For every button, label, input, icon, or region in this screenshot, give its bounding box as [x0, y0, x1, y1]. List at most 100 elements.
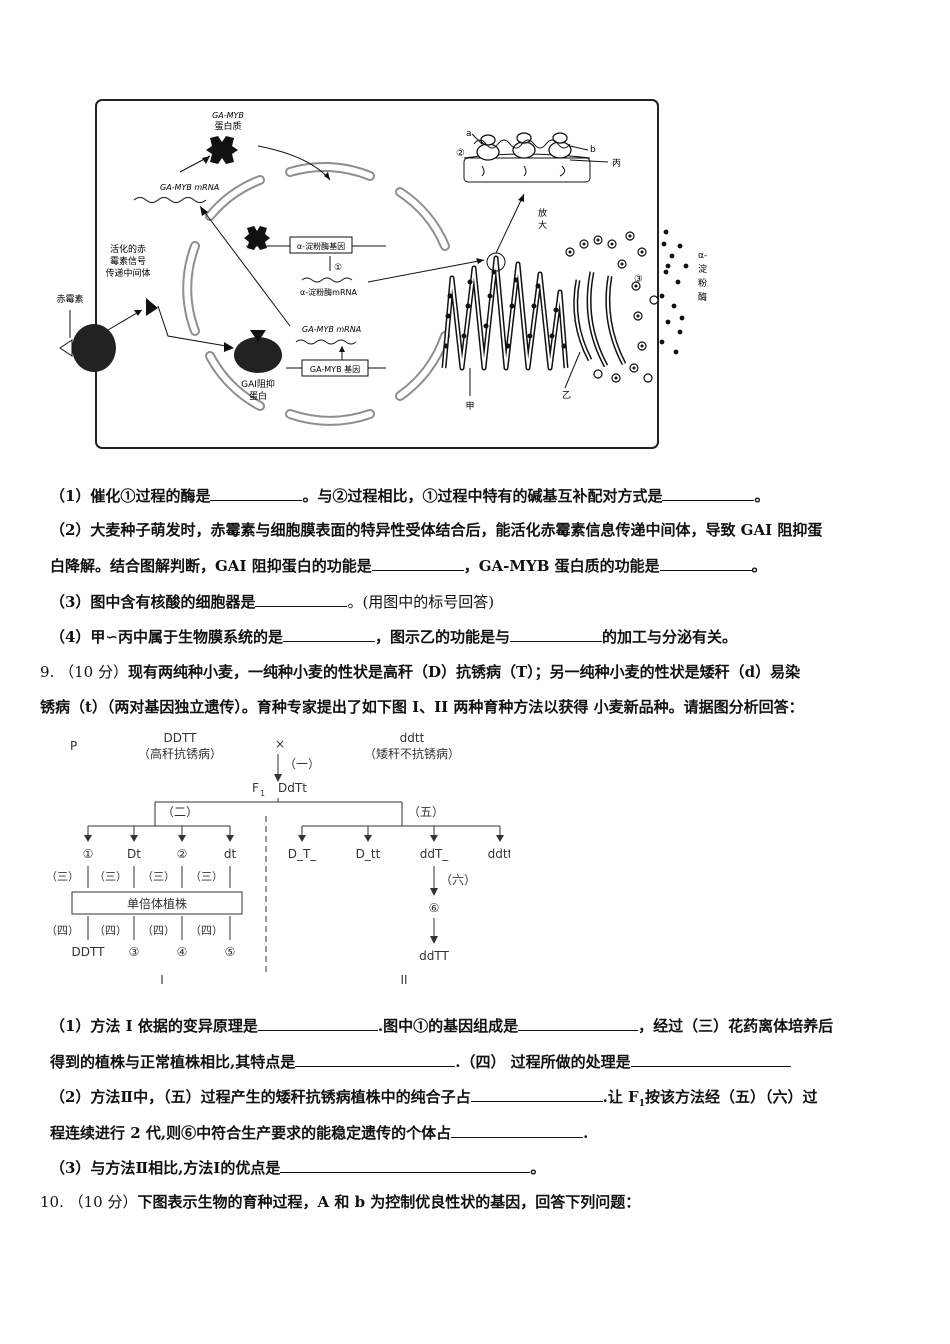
svg-text:蛋白: 蛋白 [249, 390, 267, 402]
svg-text:ddtt: ddtt [488, 847, 510, 861]
svg-text:b: b [590, 145, 596, 155]
svg-text:ddT_: ddT_ [420, 847, 450, 861]
svg-text:活化的赤: 活化的赤 [110, 243, 146, 255]
svg-text:①: ① [83, 847, 94, 861]
answer-blank-9-3[interactable] [280, 1157, 531, 1173]
q8-part2-line2: 白降解。结合图解判断，GAI 阻抑蛋白的功能是，GA-MYB 蛋白质的功能是。 [50, 555, 767, 575]
result-ddTT: ddTT [419, 949, 449, 963]
svg-text:（五）: （五） [408, 805, 444, 819]
svg-text:DDTT: DDTT [72, 945, 106, 959]
svg-text:（六）: （六） [440, 873, 476, 887]
svg-text:（三）: （三） [94, 870, 127, 883]
cell-boundary [95, 99, 659, 449]
answer-blank-9-1d[interactable] [630, 1051, 791, 1067]
gai-repressor-icon [234, 337, 282, 373]
answer-blank-8-2b[interactable] [659, 555, 752, 571]
svg-text:α-: α- [698, 251, 707, 261]
svg-text:蛋白质: 蛋白质 [214, 120, 241, 132]
answer-blank-8-3[interactable] [255, 591, 348, 607]
label-ga-myb-gene: GA-MYB 基因 [310, 364, 360, 374]
svg-text:②: ② [456, 148, 465, 159]
svg-text:Dt: Dt [127, 847, 141, 861]
svg-text:③: ③ [634, 274, 643, 285]
label-gibberellin: 赤霉素 [56, 293, 83, 305]
haploid-plants: 单倍体植株 [127, 896, 187, 911]
answer-blank-9-1c[interactable] [295, 1051, 456, 1067]
svg-text:P: P [70, 739, 77, 753]
svg-text:④: ④ [177, 945, 188, 959]
svg-text:丙: 丙 [612, 158, 621, 169]
ga-myb-bound-icon [244, 226, 270, 250]
answer-blank-8-4b[interactable] [510, 626, 603, 642]
svg-text:（三）: （三） [46, 870, 79, 883]
q9-stem-line1: 9. （10 分）现有两纯种小麦，一纯种小麦的性状是高秆（D）抗锈病（T）；另一… [40, 663, 801, 681]
method-two-label: II [400, 973, 407, 987]
svg-text:（矮秆不抗锈病）: （矮秆不抗锈病） [364, 746, 460, 761]
answer-blank-8-4a[interactable] [283, 626, 376, 642]
answer-blank-9-2b[interactable] [451, 1122, 584, 1138]
svg-text:×: × [275, 737, 285, 751]
svg-text:（一）: （一） [284, 757, 320, 771]
answer-blank-9-1a[interactable] [257, 1015, 378, 1031]
svg-text:（四）: （四） [142, 924, 175, 937]
label-ga-myb-mrna-top: GA-MYB mRNA [160, 183, 219, 192]
q8-part4: （4）甲∽丙中属于生物膜系统的是，图示乙的功能是与的加工与分泌有关。 [50, 626, 738, 646]
label-yi: 乙 [562, 390, 571, 401]
svg-text:（四）: （四） [190, 924, 223, 937]
q9-part2-line1: （2）方法Ⅱ中，（五）过程产生的矮秆抗锈病植株中的纯合子占.让 F1按该方法经（… [50, 1086, 818, 1109]
cell-diagram: GA-MYB 蛋白质 GA-MYB mRNA α-淀粉酶基因 ① α-淀粉酶mR… [56, 99, 707, 449]
ribosome-icons [476, 132, 572, 161]
answer-blank-9-2a[interactable] [470, 1086, 603, 1102]
secreted-amylase-dots [659, 229, 689, 355]
svg-text:大: 大 [538, 219, 547, 231]
ribosome-dots [443, 269, 567, 349]
q8-part2-line1: （2）大麦种子萌发时，赤霉素与细胞膜表面的特异性受体结合后，能活化赤霉素信息传递… [50, 521, 823, 539]
svg-text:GAI阻抑: GAI阻抑 [241, 378, 275, 390]
svg-text:粉: 粉 [698, 277, 707, 289]
ga-myb-protein-icon [206, 136, 238, 164]
answer-blank-8-2a[interactable] [371, 555, 464, 571]
label-ga-myb-mrna: GA-MYB mRNA [302, 325, 361, 334]
label-amylase-gene: α-淀粉酶基因 [297, 241, 345, 251]
parent-ddtt-recessive: ddtt [400, 731, 425, 745]
label-jia: 甲 [465, 401, 474, 412]
svg-text:②: ② [177, 847, 188, 861]
svg-text:D_tt: D_tt [356, 847, 381, 861]
svg-text:（三）: （三） [190, 870, 223, 883]
svg-text:a: a [466, 129, 472, 139]
receptor-icon [72, 324, 116, 372]
answer-blank-8-1b[interactable] [662, 485, 755, 501]
svg-text:霉素信号: 霉素信号 [110, 255, 146, 267]
svg-text:（三）: （三） [142, 870, 175, 883]
svg-text:（高秆抗锈病）: （高秆抗锈病） [138, 746, 222, 761]
secretory-vesicles [565, 231, 659, 383]
svg-text:dt: dt [224, 847, 237, 861]
breeding-diagram: P DDTT （高秆抗锈病） × ddtt （矮秆不抗锈病） （一） F 1 D… [46, 731, 510, 987]
q9-part2-line2: 程连续进行 2 代,则⑥中符合生产要求的能稳定遗传的个体占. [50, 1122, 589, 1142]
gibberellin-icon [59, 339, 73, 357]
signal-intermediate-icon [146, 298, 158, 316]
svg-text:⑤: ⑤ [225, 945, 236, 959]
label-ga-myb-protein: GA-MYB [212, 111, 244, 120]
q9-part1-line1: （1）方法 I 依据的变异原理是.图中①的基因组成是，经过（三）花药离体培养后 [50, 1015, 834, 1035]
svg-text:（二）: （二） [162, 805, 198, 819]
svg-text:传递中间体: 传递中间体 [105, 267, 150, 279]
label-amylase-mrna: α-淀粉酶mRNA [300, 287, 357, 297]
f1-genotype: DdTt [278, 781, 307, 795]
svg-text:放: 放 [538, 207, 547, 219]
svg-text:1: 1 [260, 789, 265, 798]
svg-text:（四）: （四） [46, 924, 79, 937]
svg-text:③: ③ [129, 945, 140, 959]
answer-blank-9-1b[interactable] [518, 1015, 639, 1031]
q10-stem: 10. （10 分）下图表示生物的育种过程，A 和 b 为控制优良性状的基因，回… [40, 1193, 641, 1211]
q8-part1: （1）催化①过程的酶是。与②过程相比，①过程中特有的碱基互补配对方式是。 [50, 485, 770, 505]
q9-part1-line2: 得到的植株与正常植株相比,其特点是.（四） 过程所做的处理是 [50, 1051, 910, 1072]
magnified-er-box [463, 157, 591, 183]
answer-blank-8-1a[interactable] [210, 485, 303, 501]
q9-part3: （3）与方法Ⅱ相比,方法Ⅰ的优点是。 [50, 1157, 546, 1177]
q8-part3: （3）图中含有核酸的细胞器是。(用图中的标号回答) [50, 591, 495, 611]
method-one-label: I [160, 973, 164, 987]
svg-text:酶: 酶 [698, 291, 707, 303]
svg-text:①: ① [334, 263, 342, 273]
svg-text:F: F [252, 781, 259, 795]
